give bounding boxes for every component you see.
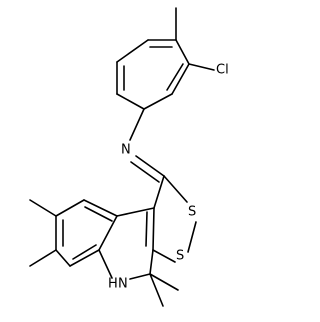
bond-ring-a-4 <box>116 93 145 110</box>
chemical-structure-diagram: Cl N S S H N <box>29 7 229 307</box>
atom-label-cl: Cl <box>216 63 229 78</box>
bond-dithiole-2 <box>187 221 197 253</box>
bond-q-5 <box>149 249 154 275</box>
bond-imine-2 <box>130 161 160 183</box>
structure-canvas: Cl N S S H N <box>29 7 229 307</box>
bond-ring-a-double-2 <box>166 63 184 91</box>
bond-methyl-benzo-2 <box>29 249 57 267</box>
bond-dithiole-3 <box>152 249 176 263</box>
bond-q-4 <box>129 273 151 280</box>
bond-b-4 <box>55 249 71 267</box>
bond-b-1 <box>83 199 118 217</box>
bond-ring-a-2 <box>171 63 190 95</box>
bond-q-2 <box>98 215 118 251</box>
bond-gem-methyl-2 <box>149 273 164 307</box>
atom-label-nh-n: N <box>118 277 128 292</box>
quinoline-bonds <box>29 199 179 307</box>
bond-b-double-3 <box>72 244 97 260</box>
atom-label-nh-h: H <box>108 277 118 292</box>
atom-label-s-lower: S <box>176 249 184 264</box>
bond-ring-a-1 <box>175 39 190 65</box>
bond-b-double-1 <box>84 206 113 222</box>
bond-ring-a-3 <box>143 93 173 110</box>
bond-q-1 <box>116 207 155 217</box>
aryl-ring-bonds <box>116 39 190 110</box>
dithiole-ring-bonds <box>145 175 197 263</box>
bond-dithiole-5 <box>153 175 165 209</box>
bond-aryl-n <box>129 108 145 141</box>
bond-q-3 <box>98 249 113 279</box>
bond-c-cl <box>188 63 215 71</box>
bond-dithiole-4 <box>152 207 155 251</box>
bond-dithiole-double <box>145 211 148 247</box>
bond-dithiole-1 <box>163 175 188 203</box>
bond-methyl-benzo-1 <box>29 199 57 217</box>
bond-imine-1 <box>135 155 165 177</box>
bond-b-5 <box>69 249 100 267</box>
bond-ring-a-6 <box>116 39 149 63</box>
bond-gem-methyl-1 <box>149 273 179 291</box>
atom-label-s-upper: S <box>188 205 196 220</box>
bond-b-2 <box>55 199 85 217</box>
atom-label-n-imine: N <box>121 143 131 158</box>
